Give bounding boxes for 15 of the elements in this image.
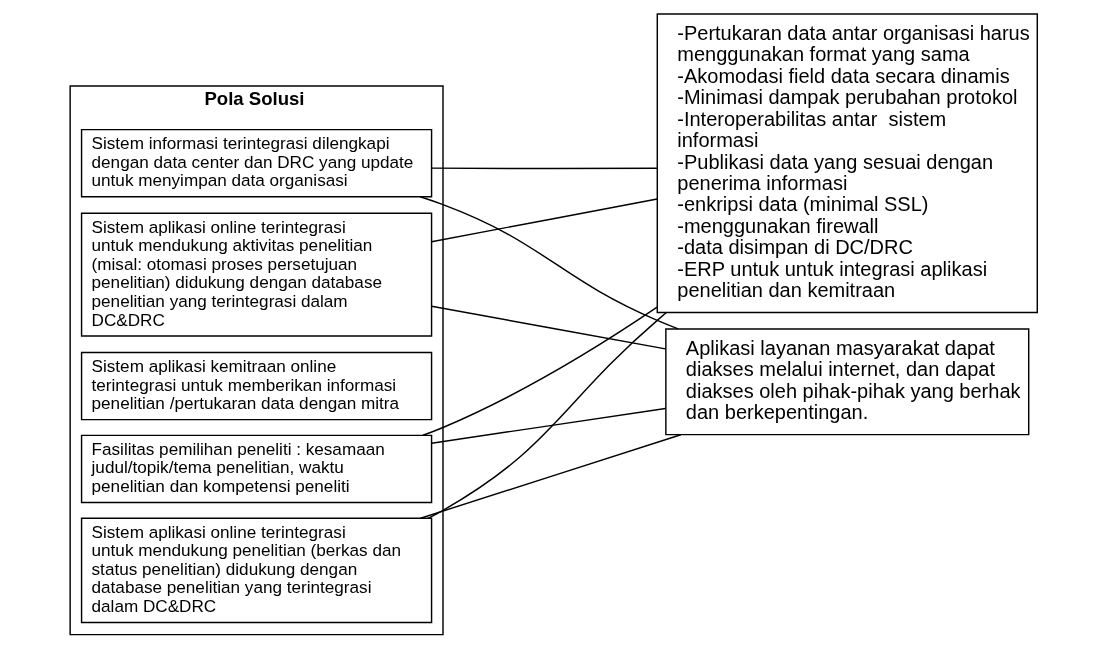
connector: [419, 434, 682, 519]
connector: [430, 305, 667, 350]
connector: [430, 407, 667, 444]
connector: [427, 312, 667, 519]
node-box: -Pertukaran data antar organisasi harus menggunakan format yang sama -Akomodasi field data secara dinamis -Minimasi dampak perubahan protokol -Interoperabilitas antar sistem informasi -Publikasi data yang sesuai dengan penerima informasi -enkripsi data (minimal SSL) -menggunakan firewall -data disimpan di DC/DRC -ERP untuk untuk integrasi aplikasi penelitian dan kemitraan: [656, 13, 1038, 314]
connector: [422, 306, 658, 436]
node-box: Fasilitas pemilihan peneliti : kesamaan judul/topik/tema penelitian, waktu penelitian dan kompetensi peneliti: [80, 434, 433, 504]
node-box: Sistem aplikasi kemitraan online terintegrasi untuk memberikan informasi penelitian /pertukaran data dengan mitra: [80, 351, 433, 421]
connector: [430, 198, 658, 243]
node-box: Sistem informasi terintegrasi dilengkapi dengan data center dan DRC yang update untuk menyimpan data organisasi: [80, 128, 433, 198]
node-box: Sistem aplikasi online terintegrasi untuk mendukung penelitian (berkas dan status penelitian) didukung dengan database penelitian yang terintegrasi dalam DC&DRC: [80, 517, 433, 624]
connector: [430, 167, 658, 170]
node-box: Aplikasi layanan masyarakat dapat diakses melalui internet, dan dapat diakses oleh pihak-pihak yang berhak dan berkepentingan.: [665, 328, 1030, 436]
connector: [419, 196, 679, 330]
node-box: Sistem aplikasi online terintegrasi untuk mendukung aktivitas penelitian (misal: otomasi proses persetujuan penelitian) didukung dengan database penelitian yang terintegrasi dalam DC&DRC: [80, 212, 433, 337]
